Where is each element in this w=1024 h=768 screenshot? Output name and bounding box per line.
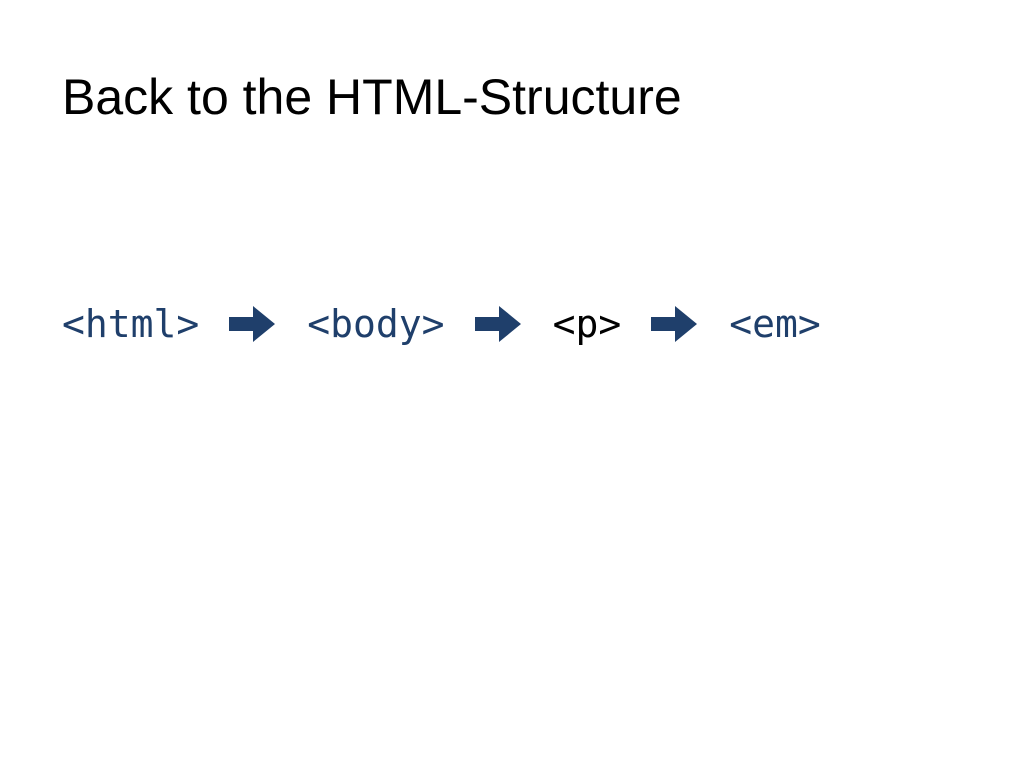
- right-arrow-icon: [474, 304, 523, 344]
- tag-em: <em>: [729, 302, 821, 346]
- slide-title: Back to the HTML-Structure: [62, 69, 682, 125]
- right-arrow-icon: [229, 304, 277, 344]
- tag-chain: <html> <body> <p> <em>: [62, 296, 821, 352]
- tag-body: <body>: [307, 302, 445, 346]
- tag-p: <p>: [552, 302, 622, 346]
- tag-html: <html>: [62, 302, 200, 346]
- right-arrow-icon: [651, 304, 699, 344]
